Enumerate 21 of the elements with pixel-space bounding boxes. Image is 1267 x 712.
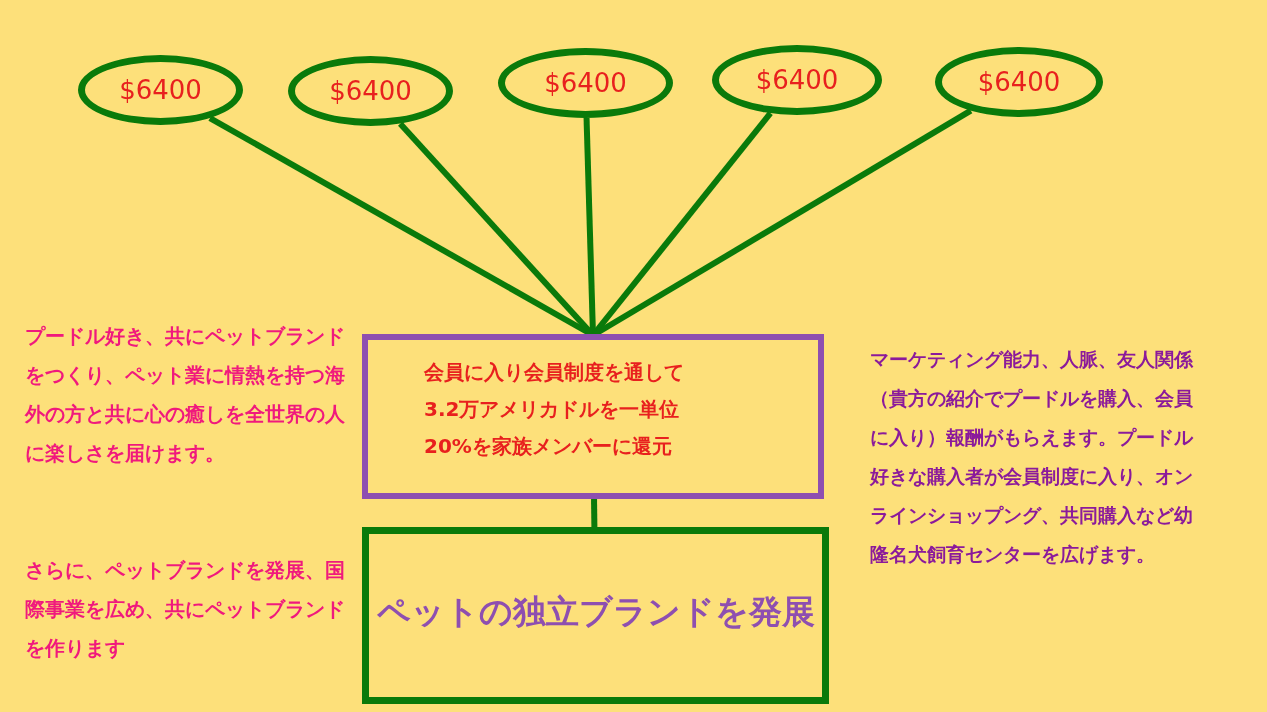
amount-text: $6400 [329,76,412,106]
amount-text: $6400 [977,67,1061,97]
amount-text: $6400 [119,75,202,105]
amount-ellipse [78,55,243,125]
amount-ellipse [935,47,1103,117]
process-box [362,527,829,704]
amount-text: $6400 [755,65,839,95]
description-text: プードル好き、共にペットブランドをつくり、ペット業に情熱を持つ海外の方と共に心の癒しを全世界の人に楽しさを届けます。 [25,323,345,467]
amount-ellipse [498,48,673,118]
description-text: さらに、ペットブランドを発展、国際事業を広め、共にペットブランドを作ります [25,557,346,662]
box-text: 会員に入り会員制度を通して [424,359,685,386]
box-text: 20%を家族メンバーに還元 [424,433,673,460]
amount-ellipse [712,45,882,115]
connector-line [591,498,598,528]
box-title: ペットの独立ブランドを発展 [376,591,815,633]
process-box [362,334,824,499]
amount-ellipse [288,56,453,126]
description-text: マーケティング能力、人脈、友人関係（貴方の紹介でプードルを購入、会員に入り）報酬がもらえます。プードル好きな購入者が会員制度に入り、オンラインショップング、共同購入など幼隆名犬飼育センターを広げます。 [870,348,1194,567]
connector-line [583,117,596,335]
box-text: 3.2万アメリカドルを一単位 [424,396,681,423]
amount-text: $6400 [544,68,627,98]
